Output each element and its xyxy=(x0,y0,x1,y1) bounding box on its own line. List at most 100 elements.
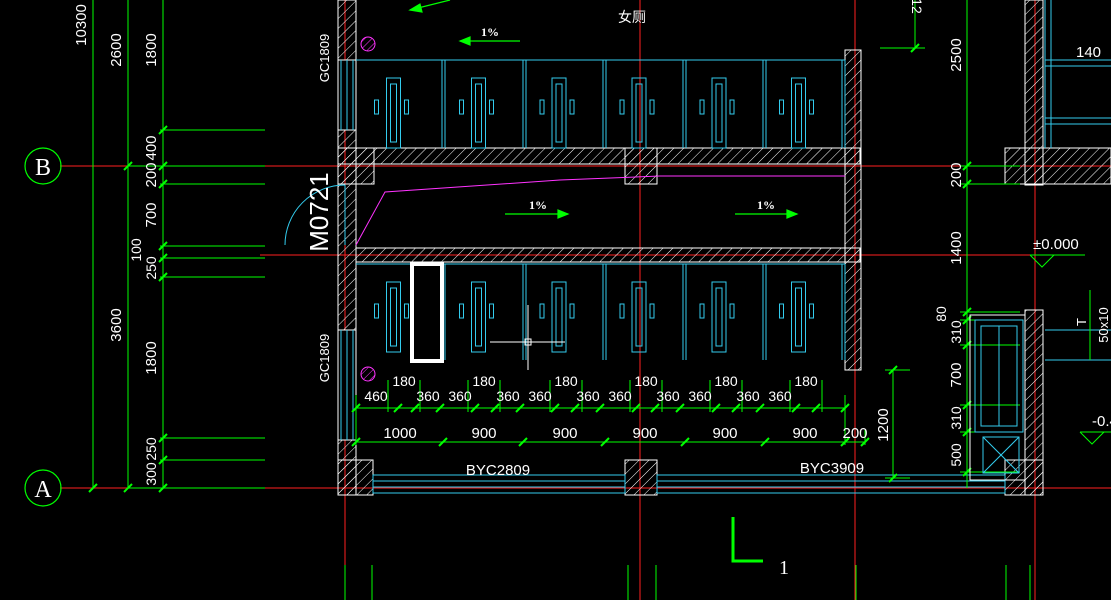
bay-dim-label: 1000 xyxy=(383,425,416,442)
dim-1200: 1200 xyxy=(875,408,892,441)
corridor-outline xyxy=(355,175,845,246)
partition-dim-label: 360 xyxy=(608,388,632,404)
partition-dim-label: 360 xyxy=(656,388,680,404)
dim-1400: 1400 xyxy=(948,231,965,264)
dim-310-upper: 310 xyxy=(948,320,964,344)
bottom-stall-2 xyxy=(459,264,527,360)
dim-400: 400 xyxy=(143,135,160,160)
axis-bubble-a: A xyxy=(24,469,62,507)
toilet-icon xyxy=(711,77,727,149)
toilet-icon xyxy=(711,281,727,353)
top-stall-5 xyxy=(699,60,767,149)
slope-label-3: 1% xyxy=(757,198,775,212)
bottom-dimension-ticks xyxy=(351,380,870,447)
height-dimension xyxy=(885,365,910,483)
wall-mid-partition xyxy=(355,247,861,263)
top-stall-2 xyxy=(459,60,527,149)
bottom-window-tag-2: BYC3909 xyxy=(800,460,864,477)
window-tag-top: GC1809 xyxy=(317,34,332,82)
partition-dim-label: 360 xyxy=(496,388,520,404)
room-label: 女厕 xyxy=(618,9,646,26)
stall-row-top xyxy=(356,59,846,149)
dim-700-right: 700 xyxy=(948,362,965,387)
lower-grid-stubs xyxy=(344,565,1031,600)
bay-dimension-labels: 1000 900 900 900 900 900 200 xyxy=(383,425,867,442)
dim-1800-bottom: 1800 xyxy=(143,341,160,374)
top-stall-3 xyxy=(539,60,607,149)
door-tag: M0721 xyxy=(304,172,334,252)
toilet-icon xyxy=(631,281,647,353)
stall-width-label: 180 xyxy=(392,373,416,389)
toilet-icon xyxy=(631,77,647,149)
bay-dim-label: 900 xyxy=(712,425,737,442)
elevation-label: ±0.000 xyxy=(1033,236,1079,253)
elevation-label-partial: -0.4 xyxy=(1092,413,1111,430)
wall-middle-b xyxy=(337,147,861,165)
toilet-icon xyxy=(791,281,806,353)
bottom-stall-5 xyxy=(699,264,767,360)
wall-bottom-mid xyxy=(624,459,658,496)
dim-2500: 2500 xyxy=(948,38,965,71)
dim-2600: 2600 xyxy=(108,33,125,66)
bay-dim-label: 900 xyxy=(632,425,657,442)
toilet-icon xyxy=(386,281,401,353)
wall-right-b xyxy=(1004,147,1111,185)
far-right-panel xyxy=(1044,0,1111,361)
toilet-icon xyxy=(386,77,401,149)
bay-dim-label: 900 xyxy=(471,425,496,442)
bottom-stall-3 xyxy=(539,264,607,360)
top-stall-4 xyxy=(619,60,687,149)
svg-text:B: B xyxy=(35,155,51,181)
wall-right-upper xyxy=(1024,0,1044,186)
svg-text:A: A xyxy=(34,477,52,503)
slope-label-1: 1% xyxy=(481,25,499,39)
bay-dim-label: 900 xyxy=(792,425,817,442)
dim-250-lower: 250 xyxy=(143,437,159,461)
bay-dim-label: 200 xyxy=(842,425,867,442)
bottom-stall-1 xyxy=(374,264,446,360)
dim-200-left: 200 xyxy=(143,162,160,187)
partition-dim-label: 360 xyxy=(528,388,552,404)
slope-arrows xyxy=(408,0,799,219)
axis-lines xyxy=(60,0,1111,600)
bottom-stall-4 xyxy=(619,264,687,360)
dim-500: 500 xyxy=(948,443,964,467)
wall-right xyxy=(844,49,862,371)
elevation-marker xyxy=(1029,254,1111,445)
bottom-stall-6 xyxy=(779,264,846,360)
column-b xyxy=(337,147,375,185)
dim-200-right: 200 xyxy=(948,162,965,187)
partition-dim-label: 360 xyxy=(688,388,712,404)
bottom-window-strip xyxy=(372,474,1006,494)
slope-label-2: 1% xyxy=(529,198,547,212)
dim-700-left: 700 xyxy=(143,202,160,227)
wall-bottom-left xyxy=(337,459,374,496)
door-m0721 xyxy=(284,184,346,246)
bay-dim-label: 900 xyxy=(552,425,577,442)
stall-row-bottom xyxy=(356,263,846,360)
stall-width-label: 180 xyxy=(554,373,578,389)
section-mark-label: 1 xyxy=(779,557,789,579)
toilet-icon xyxy=(551,281,567,353)
selection-box[interactable] xyxy=(410,262,444,363)
right-cabinet xyxy=(974,319,1024,474)
far-right-dim-t: T xyxy=(1074,318,1089,326)
dim-100: 100 xyxy=(128,238,144,262)
dim-300: 300 xyxy=(143,462,159,486)
partition-dim-label: 360 xyxy=(448,388,472,404)
partition-dim-label: 360 xyxy=(768,388,792,404)
partition-dim-label: 460 xyxy=(364,388,388,404)
left-dimension-ticks xyxy=(88,125,168,493)
dim-310-lower: 310 xyxy=(948,406,964,430)
cad-cursor xyxy=(490,305,565,370)
toilet-icon xyxy=(791,77,806,149)
partition-dim-label: 360 xyxy=(736,388,760,404)
section-mark xyxy=(731,517,763,563)
walls xyxy=(337,0,1111,496)
stall-width-label: 180 xyxy=(714,373,738,389)
stall-width-label: 180 xyxy=(472,373,496,389)
left-wall-windows xyxy=(340,60,354,440)
far-right-dim-50x10: 50x10 xyxy=(1096,307,1111,342)
column-b-mid xyxy=(624,147,658,185)
